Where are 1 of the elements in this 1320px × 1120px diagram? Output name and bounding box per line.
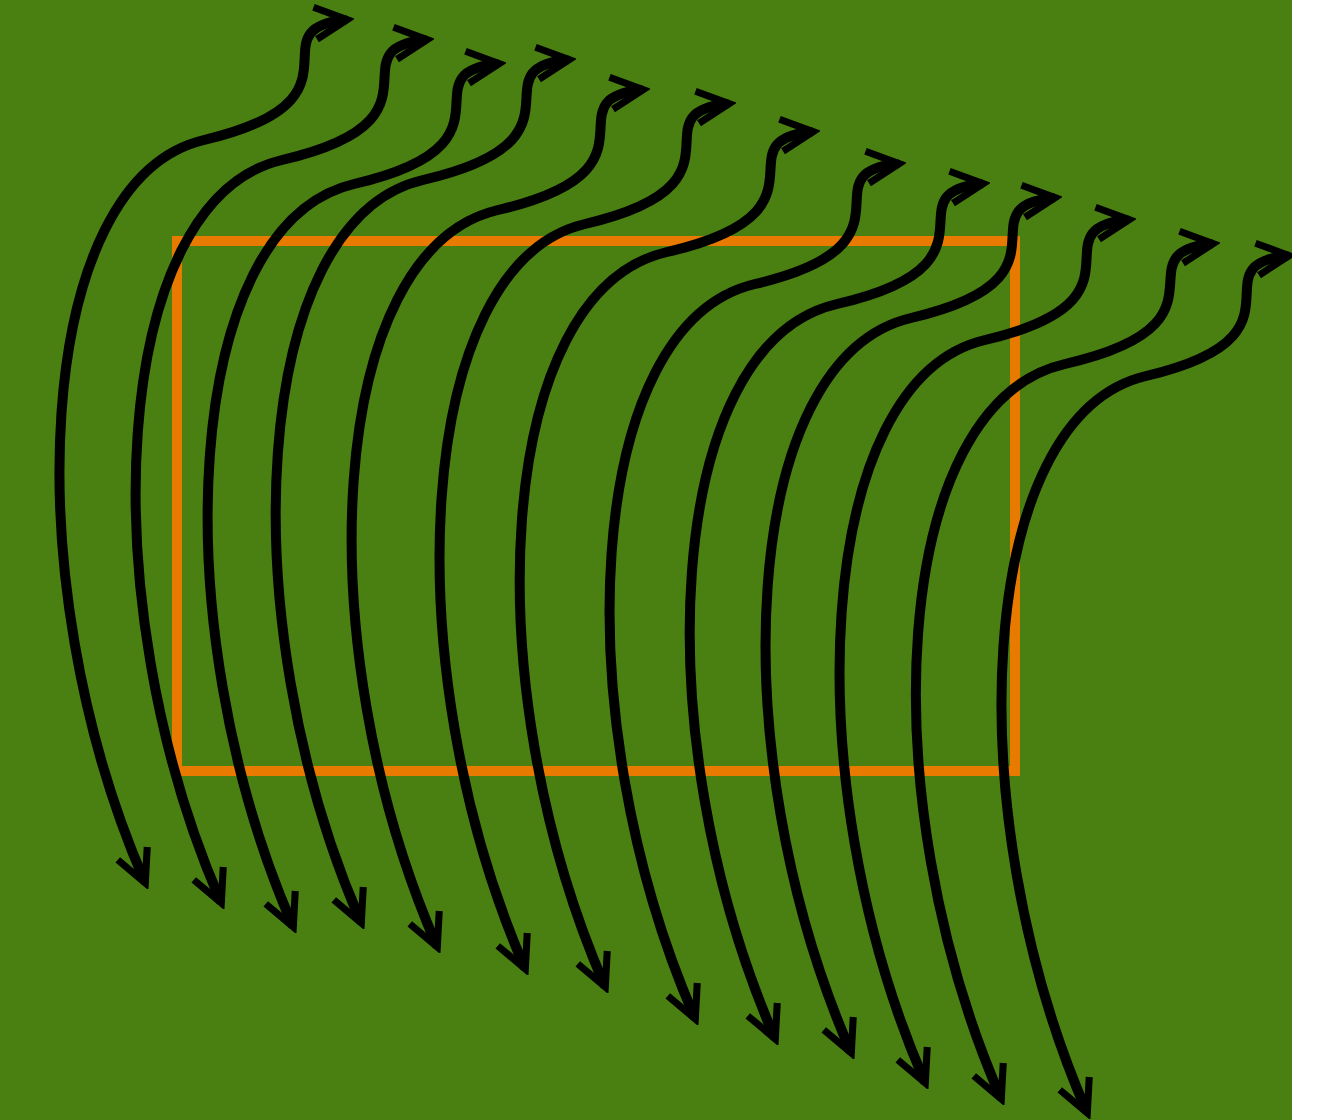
outlined-rectangle	[172, 236, 1020, 776]
